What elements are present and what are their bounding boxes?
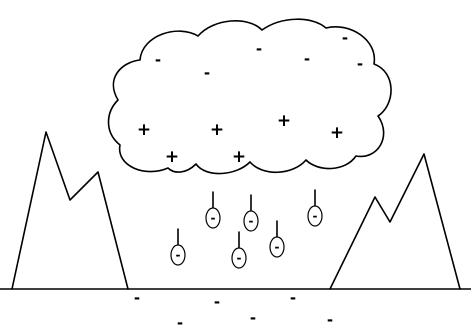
negative-charge: - bbox=[155, 51, 161, 69]
positive-charge: + bbox=[165, 147, 179, 167]
droplet-charge: - bbox=[275, 240, 280, 254]
charged-droplet: - bbox=[171, 229, 185, 265]
charged-droplet: - bbox=[270, 221, 284, 257]
ground-charge: - bbox=[327, 311, 333, 329]
positive-charge: + bbox=[277, 111, 291, 131]
positive-charge: + bbox=[232, 147, 246, 167]
ground-charge: - bbox=[177, 314, 183, 330]
droplet-charge: - bbox=[211, 211, 216, 225]
droplet-charge: - bbox=[237, 251, 242, 265]
negative-charge: - bbox=[256, 40, 262, 58]
ground-negative-charges: - - - - - - bbox=[134, 289, 333, 330]
ground-charge: - bbox=[214, 293, 220, 311]
charged-droplet: - bbox=[244, 195, 258, 231]
droplet-charge: - bbox=[313, 209, 318, 223]
negative-charge: - bbox=[304, 50, 310, 68]
droplet-charge: - bbox=[176, 248, 181, 262]
positive-charge: + bbox=[137, 120, 151, 140]
right-mountain bbox=[330, 154, 460, 289]
negative-charge: - bbox=[357, 55, 363, 73]
charged-droplet: - bbox=[206, 192, 220, 228]
charged-droplet: - bbox=[308, 190, 322, 226]
left-mountain bbox=[12, 132, 128, 289]
negative-charge: - bbox=[204, 64, 210, 82]
positive-charge: + bbox=[330, 123, 344, 143]
droplet-charge: - bbox=[249, 214, 254, 228]
negative-charge: - bbox=[342, 29, 348, 47]
ground-charge: - bbox=[134, 289, 140, 307]
charged-droplet: - bbox=[232, 232, 246, 268]
ground-charge: - bbox=[290, 289, 296, 307]
cloud bbox=[109, 19, 392, 173]
ground-charge: - bbox=[250, 309, 256, 327]
positive-charge: + bbox=[210, 120, 224, 140]
charged-droplets: - - - - - - bbox=[171, 190, 322, 268]
